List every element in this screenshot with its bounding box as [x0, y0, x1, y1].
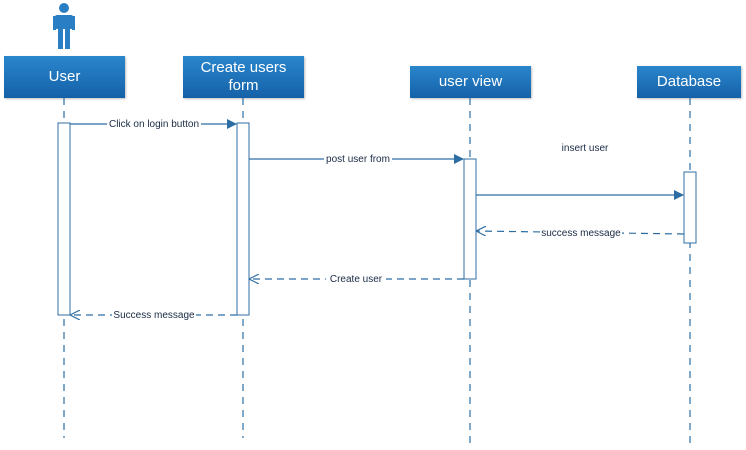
participant-create-users-form: Create users form [183, 56, 304, 98]
message-arrow-success-db [477, 231, 685, 234]
participant-database-label: Database [656, 73, 722, 90]
activation-user [57, 122, 71, 316]
participant-user-view-label: user view [438, 73, 503, 90]
participant-create-users-form-label: Create users form [200, 59, 287, 94]
message-label-success-user: Success message [113, 310, 195, 321]
message-label-insert-user: insert user [562, 143, 609, 154]
message-label-success-db: success message [541, 228, 621, 239]
participant-user-view: user view [410, 66, 531, 98]
activation-user-view [463, 158, 477, 280]
user-actor-icon [52, 2, 76, 50]
participant-user: User [4, 56, 125, 98]
message-label-create-user: Create user [330, 274, 383, 285]
message-label-post-user: post user from [326, 154, 390, 165]
participant-user-label: User [48, 68, 81, 85]
activation-database [683, 171, 697, 244]
participant-database: Database [637, 66, 741, 98]
message-label-click-login: Click on login button [109, 119, 199, 130]
activation-create-users-form [236, 122, 250, 316]
